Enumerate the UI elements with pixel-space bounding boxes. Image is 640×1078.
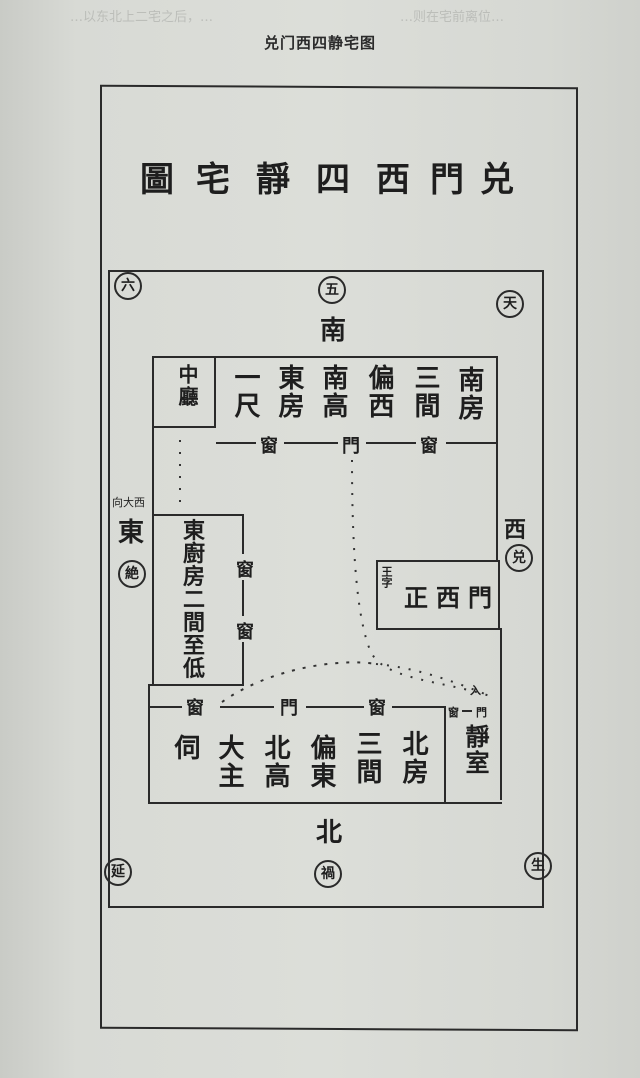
south-window-1: 窗 — [260, 436, 278, 457]
north-col-2: 大主 — [214, 734, 244, 790]
title-char: 兑 — [480, 160, 514, 200]
title-char: 宅 — [196, 160, 230, 200]
south-col-1: 一尺 — [230, 364, 260, 420]
kitchen-right-wall-seg — [242, 514, 244, 554]
direction-east: 東 — [118, 518, 145, 548]
middle-hall-label: 中廳 — [175, 364, 199, 408]
south-col-3: 南高 — [318, 364, 348, 420]
title-char: 四 — [316, 160, 350, 200]
north-col-4: 偏東 — [306, 734, 336, 790]
star-top-left: 六 — [114, 272, 142, 300]
kitchen-window-1: 窗 — [236, 560, 254, 581]
south-window-2: 窗 — [420, 436, 438, 457]
house-left-wall-lower — [148, 686, 150, 804]
north-col-5: 三間 — [352, 730, 382, 786]
house-right-wall-lower — [500, 628, 502, 800]
north-row-wall-seg — [392, 706, 444, 708]
title-char: 西 — [376, 160, 410, 200]
direction-south: 南 — [320, 316, 347, 346]
west-gate-side-note: 王字 — [380, 566, 393, 588]
south-col-6: 南房 — [454, 366, 484, 422]
south-col-5: 三間 — [410, 364, 440, 420]
quiet-room-window: 窗 — [448, 706, 459, 719]
south-col-4: 偏西 — [364, 364, 394, 420]
south-row-wall-seg — [216, 442, 256, 444]
kitchen-bottom-wall — [148, 684, 244, 686]
quiet-room-door: 門 — [476, 706, 487, 719]
north-row-wall-seg — [220, 706, 274, 708]
kitchen-window-2: 窗 — [236, 622, 254, 643]
south-row-wall-seg — [366, 442, 416, 444]
quiet-room-label: 靜室 — [461, 724, 490, 776]
east-note: 向大西 — [112, 496, 145, 509]
south-row-wall-seg — [284, 442, 338, 444]
house-right-wall-upper — [496, 356, 498, 561]
house-bottom-wall — [148, 802, 502, 804]
star-west: 兑 — [505, 544, 533, 572]
title-char: 門 — [430, 160, 464, 200]
quiet-room-wall-seg — [462, 710, 472, 712]
north-window-1: 窗 — [186, 698, 204, 719]
title-char: 靜 — [256, 160, 290, 200]
star-bottom-left: 延 — [104, 858, 132, 886]
inner-frame — [108, 270, 544, 908]
north-row: 伺 大主 北高 偏東 三間 北房 — [150, 730, 444, 800]
north-row-wall-seg — [306, 706, 364, 708]
star-top-right: 天 — [496, 290, 524, 318]
north-col-1: 伺 — [170, 734, 200, 762]
east-kitchen-label: 東 廚 房 二 間 至 低 — [182, 518, 205, 682]
page-heading: 兑门西四静宅图 — [263, 34, 376, 52]
star-bottom-center: 禍 — [314, 860, 342, 888]
quiet-room-divider — [444, 706, 446, 802]
star-east: 絶 — [118, 560, 146, 588]
kitchen-top-wall — [152, 514, 244, 516]
middle-hall-right — [214, 356, 216, 428]
ghost-text-top-right: …则在宅前离位… — [400, 10, 505, 25]
west-gate-label: 正西門 — [404, 583, 500, 612]
north-door: 門 — [280, 698, 298, 719]
ghost-text-top-left: …以东北上二宅之后，… — [70, 10, 214, 25]
house-left-wall-upper — [152, 356, 154, 516]
south-col-2: 東房 — [274, 364, 304, 420]
direction-west: 西 — [504, 517, 527, 543]
house-top-wall — [152, 356, 498, 358]
north-col-3: 北高 — [260, 734, 290, 790]
middle-hall-bottom — [152, 426, 216, 428]
west-gate-room — [376, 560, 500, 630]
north-row-wall-seg — [148, 706, 182, 708]
kitchen-right-wall-seg — [242, 642, 244, 686]
star-bottom-right: 生 — [524, 852, 552, 880]
south-door: 門 — [342, 436, 360, 457]
north-window-2: 窗 — [368, 698, 386, 719]
kitchen-right-wall-seg — [242, 580, 244, 616]
title-char: 圖 — [140, 160, 174, 200]
direction-north: 北 — [316, 818, 343, 848]
kitchen-left-wall — [152, 514, 154, 686]
north-col-6: 北房 — [398, 730, 428, 786]
south-row: 一尺 東房 南高 偏西 三間 南房 — [216, 364, 496, 428]
path-mark: 入 — [470, 684, 481, 697]
star-top-center: 五 — [318, 276, 346, 304]
south-row-wall-seg — [446, 442, 498, 444]
